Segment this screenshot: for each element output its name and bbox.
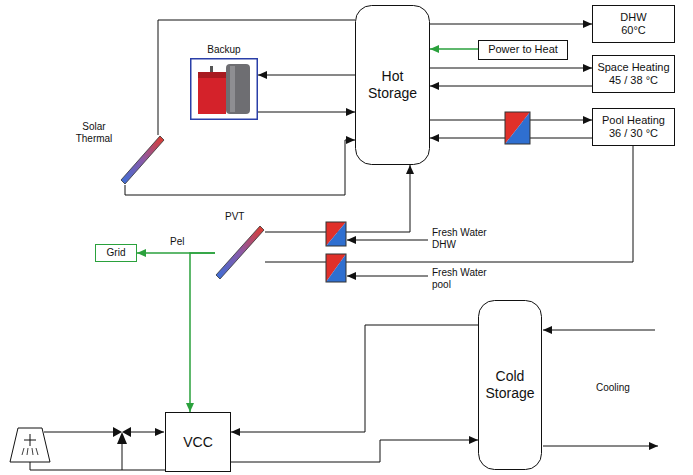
pipe-line xyxy=(265,146,633,262)
pipe-line xyxy=(258,75,355,76)
heat-exchanger xyxy=(326,222,346,246)
heat-exchanger xyxy=(326,254,346,282)
signal-label: Pel xyxy=(170,236,200,248)
three-way-valve xyxy=(113,427,131,444)
pipe-line xyxy=(125,140,355,195)
condenser-line xyxy=(131,432,164,433)
node-heading: Solar Thermal xyxy=(70,121,118,145)
boiler-picture xyxy=(190,58,258,120)
power-line xyxy=(190,253,215,412)
node-label: Cold Storage xyxy=(482,368,538,402)
pvt-collector: PVT xyxy=(215,225,265,280)
condenser-line xyxy=(30,462,165,470)
node-heading: Backup xyxy=(190,44,258,56)
load-box: DHW 60°C xyxy=(592,5,675,43)
pipe-line xyxy=(158,20,355,135)
node-label: DHW 60°C xyxy=(614,11,654,37)
condenser-line xyxy=(44,432,113,433)
load-box: Space Heating 45 / 38 °C xyxy=(592,55,675,93)
grid-box: Grid xyxy=(95,244,137,262)
fresh-water-line xyxy=(347,276,428,277)
inlet-label: Fresh Water DHW xyxy=(432,227,494,251)
pipe-line xyxy=(430,24,592,25)
pipe-line xyxy=(231,440,478,462)
bypass-line xyxy=(122,444,123,470)
node-heading: PVT xyxy=(225,211,244,223)
cold-storage-tank: Cold Storage xyxy=(478,300,542,470)
collector-panel xyxy=(120,135,165,185)
vcc-unit: VCC xyxy=(165,412,231,472)
heat-exchanger xyxy=(505,112,530,144)
hot-storage-tank: Hot Storage xyxy=(355,5,430,165)
inlet-label: Fresh Water pool xyxy=(432,267,494,291)
pipe-line xyxy=(258,112,355,113)
cooling-line xyxy=(543,446,658,447)
collector-panel xyxy=(215,225,265,280)
cooling-line xyxy=(543,330,655,331)
fresh-water-line xyxy=(347,240,428,241)
node-label: Power to Heat xyxy=(481,43,565,56)
power-line xyxy=(430,48,478,50)
node-label: Grid xyxy=(98,247,134,259)
node-label: Hot Storage xyxy=(363,68,423,102)
input-box: Power to Heat xyxy=(478,40,568,60)
node-label: Pool Heating 36 / 30 °C xyxy=(596,114,671,140)
solar-collector: Solar Thermal xyxy=(120,135,165,185)
load-label: Cooling xyxy=(596,382,656,394)
node-label: VCC xyxy=(168,434,228,451)
pipe-line xyxy=(231,325,478,432)
node-label: Space Heating 45 / 38 °C xyxy=(596,61,671,87)
load-box: Pool Heating 36 / 30 °C xyxy=(592,108,675,146)
pipe-line xyxy=(430,68,592,69)
cooling-tower xyxy=(10,428,50,462)
backup-boiler: Backup xyxy=(190,58,258,120)
pipe-line xyxy=(430,86,592,87)
